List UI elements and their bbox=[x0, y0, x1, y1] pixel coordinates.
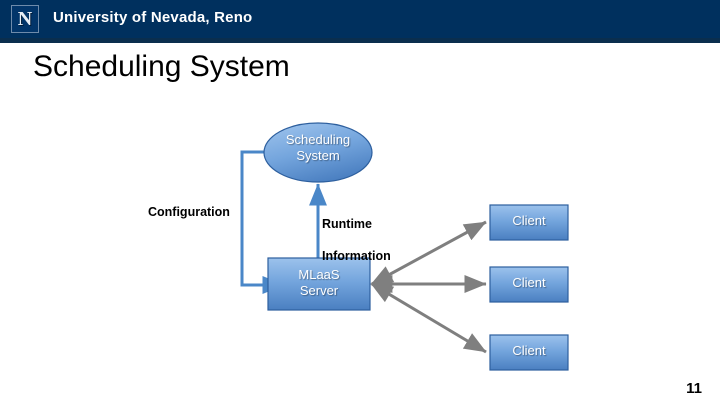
client-box-3[interactable] bbox=[489, 334, 569, 371]
client-box-2[interactable] bbox=[489, 266, 569, 303]
runtime-label-line-1: Runtime bbox=[322, 217, 372, 231]
server-client-connector-3 bbox=[370, 282, 487, 354]
configuration-connector bbox=[240, 150, 285, 294]
client-box-1[interactable] bbox=[489, 204, 569, 241]
page-number: 11 bbox=[686, 380, 702, 397]
runtime-information-label: Runtime Information bbox=[322, 200, 391, 280]
page-title: Scheduling System bbox=[33, 50, 290, 83]
server-client-connector-1 bbox=[370, 220, 487, 286]
configuration-label: Configuration bbox=[148, 205, 230, 219]
header-bar bbox=[0, 0, 720, 38]
runtime-label-line-2: Information bbox=[322, 249, 391, 263]
block-n-logo-glyph: N bbox=[17, 8, 33, 30]
header-underline-strip bbox=[0, 38, 720, 43]
mlaas-server-box[interactable] bbox=[267, 257, 371, 311]
block-n-logo: N bbox=[11, 5, 39, 33]
scheduling-system-ellipse[interactable] bbox=[263, 122, 373, 183]
institution-name: University of Nevada, Reno bbox=[53, 9, 253, 26]
